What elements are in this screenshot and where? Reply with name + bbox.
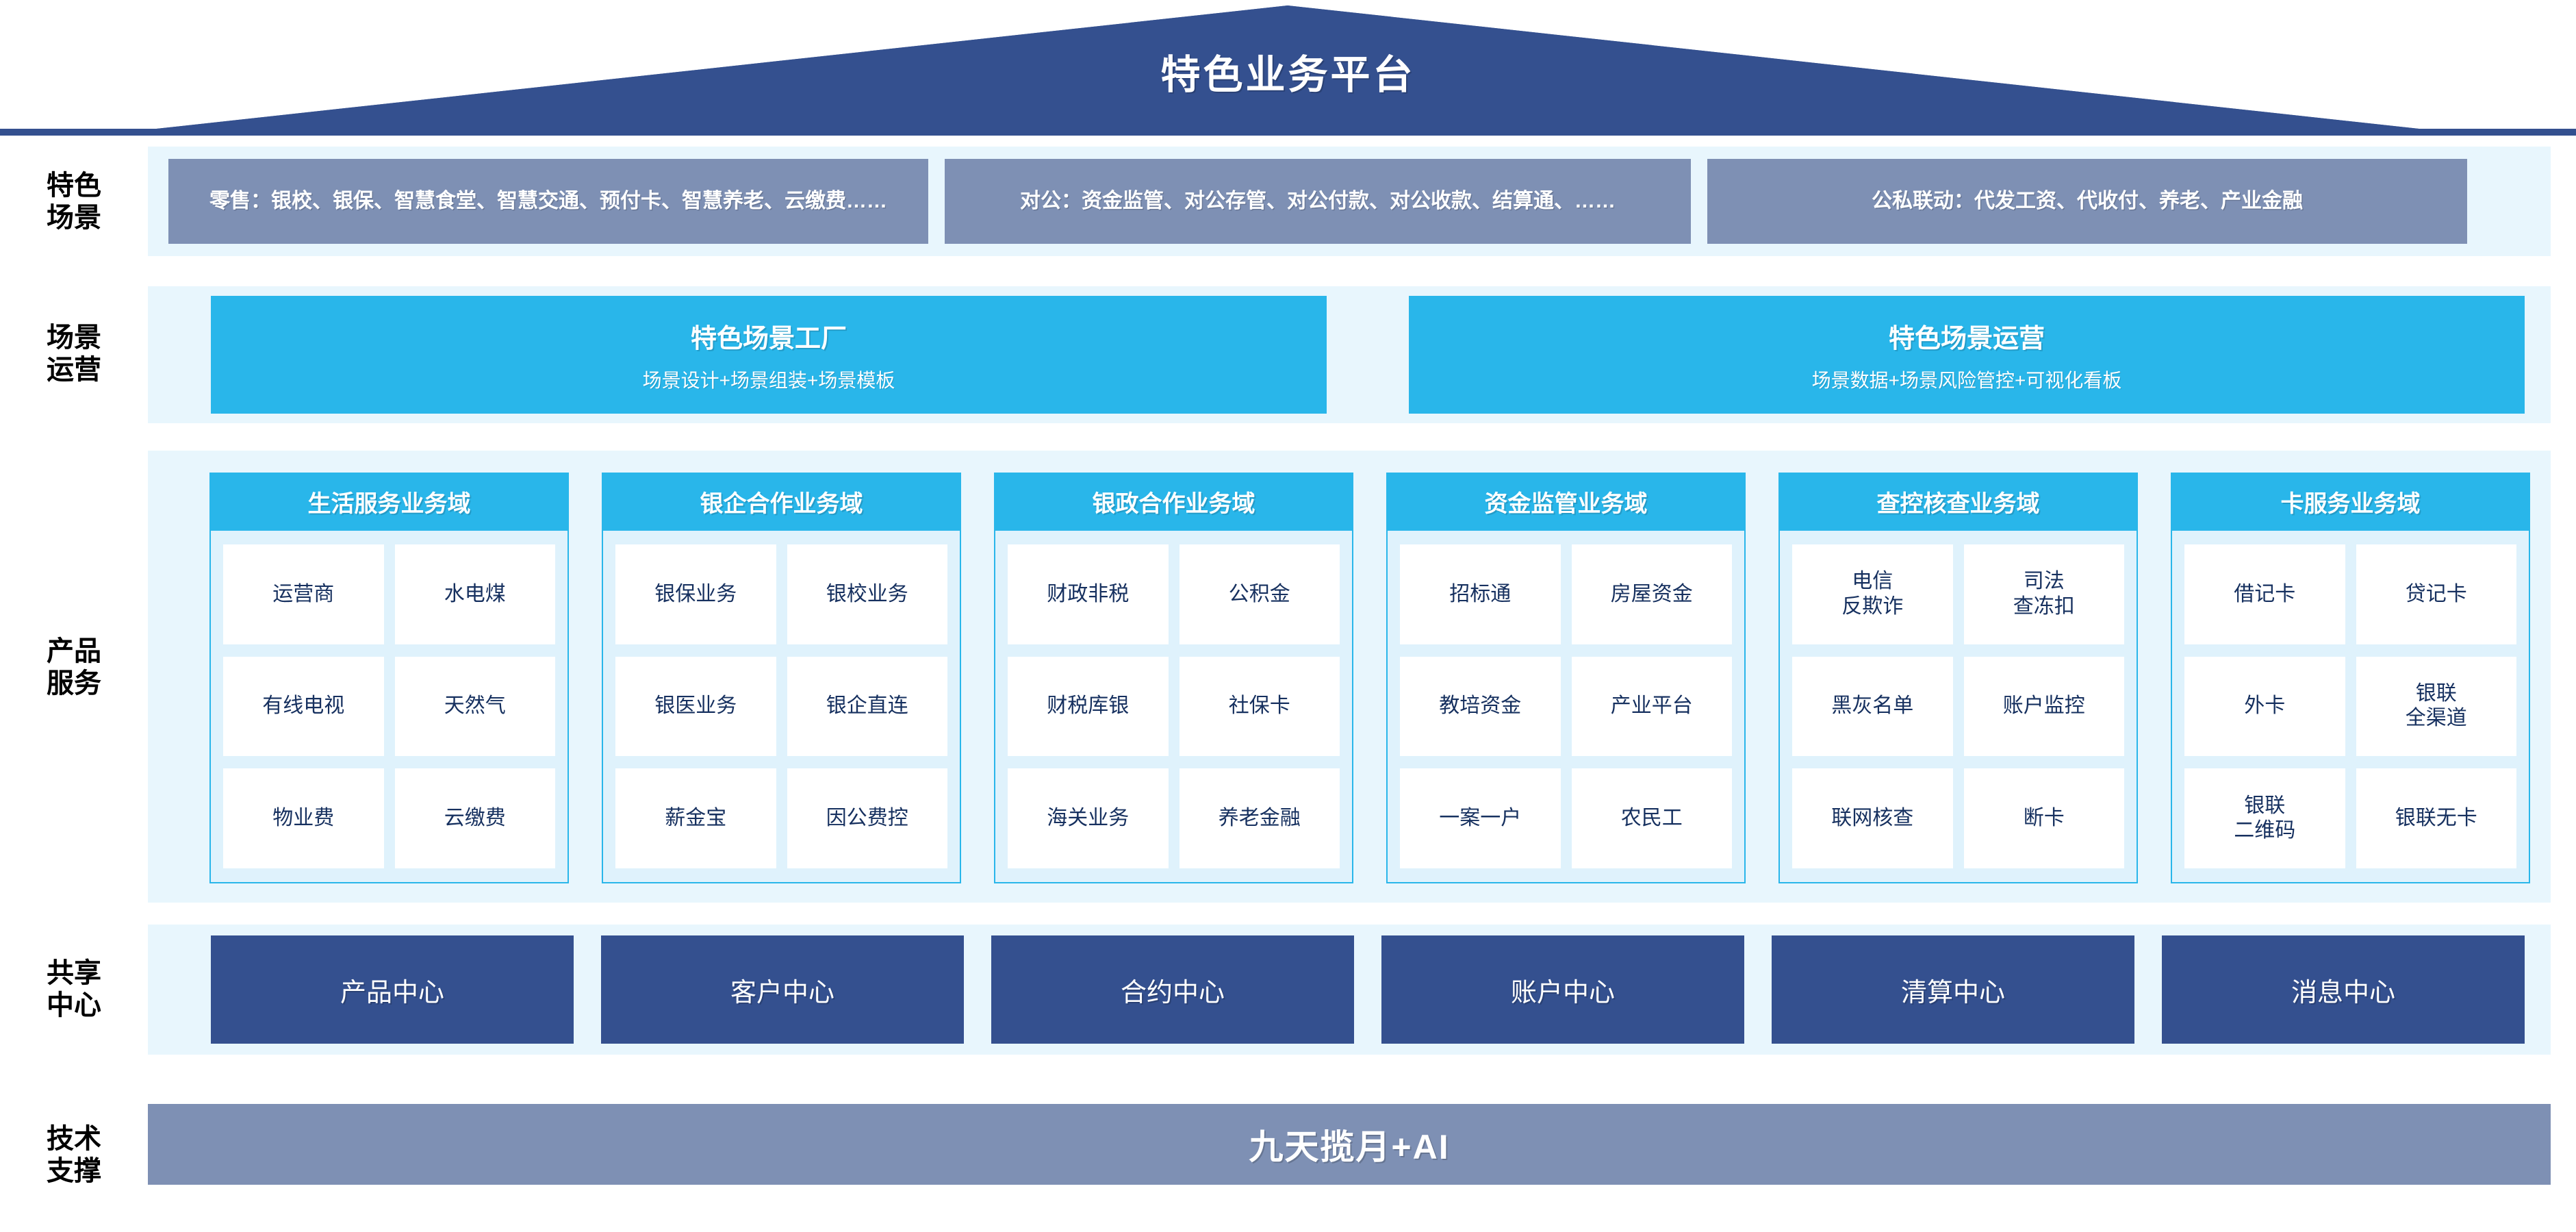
domain-card-card-service[interactable]: 卡服务业务域 借记卡 贷记卡 外卡 银联 全渠道 银联 二维码 银联无卡 — [2171, 473, 2530, 883]
domain-item[interactable]: 账户监控 — [1963, 656, 2124, 757]
domain-card-title: 银政合作业务域 — [995, 474, 1352, 531]
domain-item[interactable]: 水电煤 — [394, 544, 555, 644]
domain-item[interactable]: 财政非税 — [1008, 544, 1169, 644]
row-label-product: 产品 服务 — [47, 636, 101, 699]
shared-center-message[interactable]: 消息中心 — [2162, 935, 2525, 1044]
domain-item[interactable]: 黑灰名单 — [1792, 656, 1953, 757]
shared-center-group: 产品中心 客户中心 合约中心 账户中心 清算中心 消息中心 — [211, 935, 2525, 1044]
scenario-box-retail[interactable]: 零售：银校、银保、智慧食堂、智慧交通、预付卡、智慧养老、云缴费…… — [168, 159, 928, 244]
row-label-scenario: 特色 场景 — [47, 171, 101, 234]
domain-item[interactable]: 教培资金 — [1400, 656, 1561, 757]
domain-card-title: 银企合作业务域 — [603, 474, 960, 531]
operation-box-group: 特色场景工厂 场景设计+场景组装+场景模板 特色场景运营 场景数据+场景风险管控… — [211, 296, 2525, 414]
domain-item[interactable]: 天然气 — [394, 656, 555, 757]
domain-item[interactable]: 薪金宝 — [615, 768, 776, 868]
domain-card-title: 生活服务业务域 — [211, 474, 568, 531]
domain-item[interactable]: 农民工 — [1571, 768, 1732, 868]
shared-center-settlement[interactable]: 清算中心 — [1772, 935, 2134, 1044]
domain-item[interactable]: 贷记卡 — [2356, 544, 2516, 644]
row-label-shared-center: 共享 中心 — [47, 958, 101, 1021]
domain-item[interactable]: 物业费 — [223, 768, 384, 868]
shared-center-contract[interactable]: 合约中心 — [991, 935, 1354, 1044]
domain-item[interactable]: 因公费控 — [787, 768, 947, 868]
domain-item[interactable]: 断卡 — [1963, 768, 2124, 868]
platform-roof-banner: 特色业务平台 — [0, 0, 2576, 137]
domain-item-grid: 银保业务 银校业务 银医业务 银企直连 薪金宝 因公费控 — [603, 531, 960, 882]
domain-item[interactable]: 联网核查 — [1792, 768, 1953, 868]
domain-item[interactable]: 银保业务 — [615, 544, 776, 644]
domain-item[interactable]: 电信 反欺诈 — [1792, 544, 1953, 644]
domain-item[interactable]: 公积金 — [1179, 544, 1340, 644]
domain-item[interactable]: 社保卡 — [1179, 656, 1340, 757]
row-label-tech-support: 技术 支撑 — [47, 1124, 101, 1187]
roof-shape-icon — [0, 5, 2576, 136]
domain-item[interactable]: 借记卡 — [2184, 544, 2345, 644]
operation-title: 特色场景工厂 — [690, 324, 847, 353]
domain-card-title: 资金监管业务域 — [1388, 474, 1744, 531]
domain-card-bank-enterprise[interactable]: 银企合作业务域 银保业务 银校业务 银医业务 银企直连 薪金宝 因公费控 — [602, 473, 961, 883]
domain-item[interactable]: 海关业务 — [1008, 768, 1169, 868]
domain-item-grid: 运营商 水电煤 有线电视 天然气 物业费 云缴费 — [211, 531, 568, 882]
operation-box-scene-operations[interactable]: 特色场景运营 场景数据+场景风险管控+可视化看板 — [1409, 296, 2525, 414]
domain-card-title: 查控核查业务域 — [1780, 474, 2137, 531]
domain-item-grid: 招标通 房屋资金 教培资金 产业平台 一案一户 农民工 — [1388, 531, 1744, 882]
scenario-box-group: 零售：银校、银保、智慧食堂、智慧交通、预付卡、智慧养老、云缴费…… 对公：资金监… — [168, 159, 2530, 244]
domain-item-grid: 电信 反欺诈 司法 查冻扣 黑灰名单 账户监控 联网核查 断卡 — [1780, 531, 2137, 882]
operation-box-scene-factory[interactable]: 特色场景工厂 场景设计+场景组装+场景模板 — [211, 296, 1327, 414]
domain-item[interactable]: 银联 二维码 — [2184, 768, 2345, 868]
domain-card-life-service[interactable]: 生活服务业务域 运营商 水电煤 有线电视 天然气 物业费 云缴费 — [209, 473, 569, 883]
domain-card-title: 卡服务业务域 — [2172, 474, 2529, 531]
domain-item[interactable]: 养老金融 — [1179, 768, 1340, 868]
scenario-box-corporate[interactable]: 对公：资金监管、对公存管、对公付款、对公收款、结算通、…… — [945, 159, 1691, 244]
domain-item[interactable]: 财税库银 — [1008, 656, 1169, 757]
domain-item[interactable]: 运营商 — [223, 544, 384, 644]
tech-support-bar[interactable]: 九天揽月+AI — [148, 1104, 2551, 1185]
domain-item[interactable]: 银企直连 — [787, 656, 947, 757]
domain-item[interactable]: 招标通 — [1400, 544, 1561, 644]
shared-center-customer[interactable]: 客户中心 — [601, 935, 964, 1044]
domain-item[interactable]: 银医业务 — [615, 656, 776, 757]
domain-item[interactable]: 银联 全渠道 — [2356, 656, 2516, 757]
domain-item[interactable]: 云缴费 — [394, 768, 555, 868]
domain-card-fund-supervision[interactable]: 资金监管业务域 招标通 房屋资金 教培资金 产业平台 一案一户 农民工 — [1386, 473, 1746, 883]
domain-card-investigation-control[interactable]: 查控核查业务域 电信 反欺诈 司法 查冻扣 黑灰名单 账户监控 联网核查 断卡 — [1778, 473, 2138, 883]
domain-item[interactable]: 有线电视 — [223, 656, 384, 757]
domain-item[interactable]: 银联无卡 — [2356, 768, 2516, 868]
row-label-operation: 场景 运营 — [47, 323, 101, 386]
domain-item-grid: 借记卡 贷记卡 外卡 银联 全渠道 银联 二维码 银联无卡 — [2172, 531, 2529, 882]
domain-card-bank-government[interactable]: 银政合作业务域 财政非税 公积金 财税库银 社保卡 海关业务 养老金融 — [994, 473, 1353, 883]
domain-item[interactable]: 银校业务 — [787, 544, 947, 644]
domain-item[interactable]: 一案一户 — [1400, 768, 1561, 868]
operation-subtitle: 场景设计+场景组装+场景模板 — [642, 369, 895, 391]
domain-item[interactable]: 房屋资金 — [1571, 544, 1732, 644]
tech-support-label: 九天揽月+AI — [1249, 1128, 1450, 1166]
scenario-box-public-private[interactable]: 公私联动：代发工资、代收付、养老、产业金融 — [1707, 159, 2467, 244]
domain-item-grid: 财政非税 公积金 财税库银 社保卡 海关业务 养老金融 — [995, 531, 1352, 882]
domain-item[interactable]: 司法 查冻扣 — [1963, 544, 2124, 644]
shared-center-account[interactable]: 账户中心 — [1381, 935, 1744, 1044]
operation-subtitle: 场景数据+场景风险管控+可视化看板 — [1811, 369, 2122, 391]
shared-center-product[interactable]: 产品中心 — [211, 935, 574, 1044]
domain-item[interactable]: 外卡 — [2184, 656, 2345, 757]
page-title: 特色业务平台 — [1160, 53, 1416, 97]
domain-card-group: 生活服务业务域 运营商 水电煤 有线电视 天然气 物业费 云缴费 银企合作业务域… — [209, 473, 2530, 883]
domain-item[interactable]: 产业平台 — [1571, 656, 1732, 757]
operation-title: 特色场景运营 — [1888, 324, 2045, 353]
